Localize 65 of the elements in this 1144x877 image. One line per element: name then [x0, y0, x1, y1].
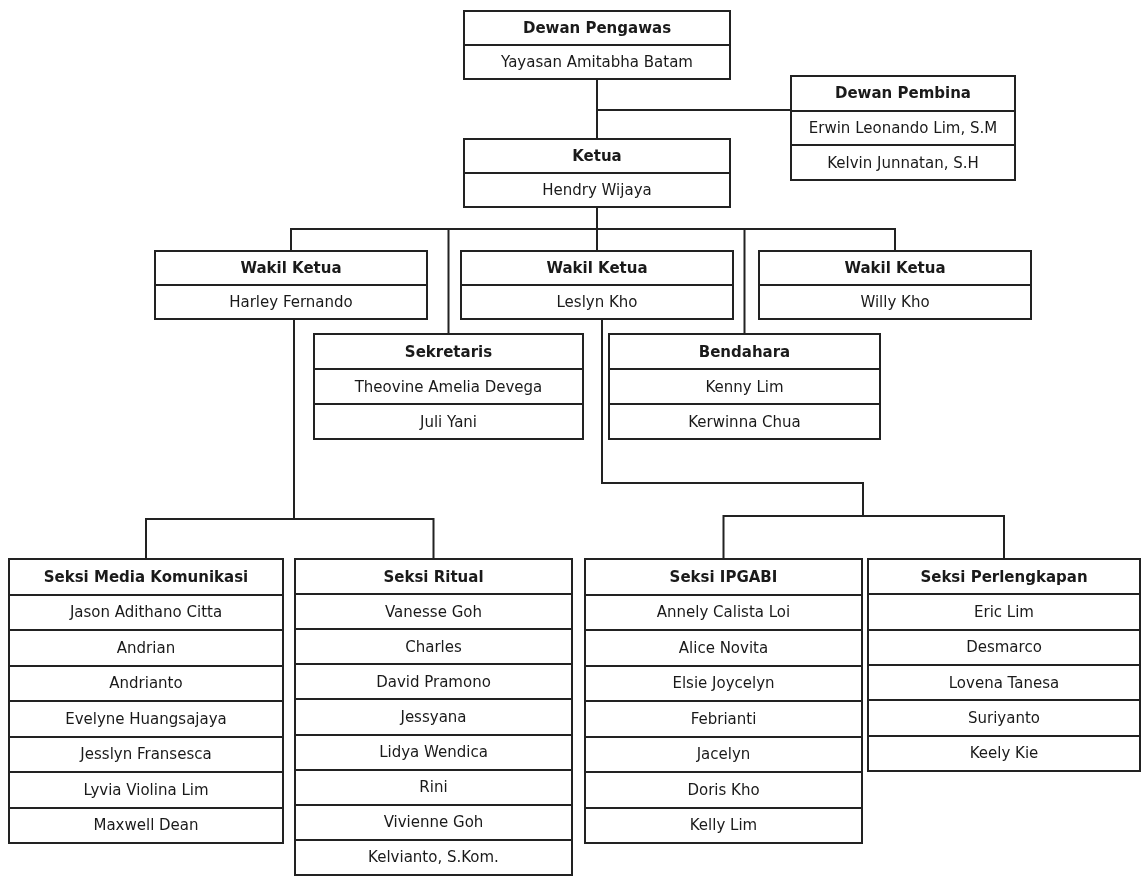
member-name: Andrian [116, 638, 176, 657]
member-name: Vanesse Goh [385, 602, 482, 621]
org-box [608, 333, 881, 440]
connector-line [596, 207, 896, 251]
member-name: Andrianto [109, 674, 183, 693]
position-title: Seksi Ritual [383, 567, 484, 586]
member-name: Erwin Leonando Lim, S.M [808, 119, 998, 137]
member-name: Rini [419, 778, 448, 797]
member-name: Lovena Tanesa [948, 673, 1060, 692]
member-name: Jacelyn [696, 745, 751, 764]
member-name: Jessyana [400, 708, 467, 726]
member-name: Jason Adithano Citta [69, 603, 223, 622]
position-title: Seksi Media Komunikasi [43, 567, 249, 586]
connector-line [293, 319, 435, 559]
member-name: Maxwell Dean [93, 816, 199, 835]
org-box [463, 138, 731, 208]
member-name: Desmarco [966, 638, 1042, 657]
connector-line [596, 79, 791, 111]
org-box [294, 558, 573, 876]
position-title: Wakil Ketua [844, 259, 946, 277]
member-name: Elsie Joycelyn [672, 674, 775, 693]
org-box [8, 558, 284, 844]
position-title: Dewan Pembina [835, 84, 971, 103]
member-name: Vivienne Goh [383, 813, 484, 832]
member-name: Yayasan Amitabha Batam [501, 53, 693, 71]
member-name: Lidya Wendica [379, 743, 488, 762]
position-title: Sekretaris [404, 342, 493, 361]
member-name: Kelvin Junnatan, S.H [827, 153, 979, 172]
member-name: Theovine Amelia Devega [354, 377, 543, 396]
position-title: Dewan Pengawas [522, 19, 672, 37]
org-box [584, 558, 863, 844]
member-name: Kelvianto, S.Kom. [368, 848, 499, 867]
position-title: Seksi Perlengkapan [920, 567, 1088, 586]
member-name: Charles [405, 637, 462, 656]
org-box [313, 333, 584, 440]
org-box [154, 250, 428, 320]
member-name: Kenny Lim [705, 377, 784, 396]
org-box [790, 75, 1016, 181]
member-name: Kerwinna Chua [688, 412, 801, 431]
member-name: Evelyne Huangsajaya [65, 709, 227, 728]
member-name: Jesslyn Fransesca [80, 745, 212, 764]
position-title: Bendahara [698, 342, 791, 361]
org-box [758, 250, 1032, 320]
member-name: Keely Kie [969, 744, 1039, 763]
position-title: Seksi IPGABI [669, 567, 778, 586]
member-name: Juli Yani [420, 412, 477, 431]
member-name: Lyvia Violina Lim [83, 780, 209, 799]
org-box [463, 10, 731, 80]
member-name: Willy Kho [860, 293, 930, 311]
member-name: Doris Kho [687, 780, 760, 799]
member-name: Febrianti [690, 709, 757, 728]
member-name: Suriyanto [968, 708, 1040, 727]
member-name: David Pramono [376, 672, 491, 691]
member-name: Alice Novita [678, 638, 769, 657]
member-name: Leslyn Kho [556, 293, 638, 311]
member-name: Kelly Lim [689, 816, 758, 835]
member-name: Hendry Wijaya [542, 181, 652, 199]
member-name: Annely Calista Loi [656, 603, 791, 622]
org-box [867, 558, 1141, 772]
position-title: Wakil Ketua [546, 259, 648, 277]
org-box [460, 250, 734, 320]
position-title: Wakil Ketua [240, 259, 342, 277]
member-name: Eric Lim [974, 603, 1034, 621]
position-title: Ketua [572, 147, 622, 165]
member-name: Harley Fernando [229, 293, 353, 311]
